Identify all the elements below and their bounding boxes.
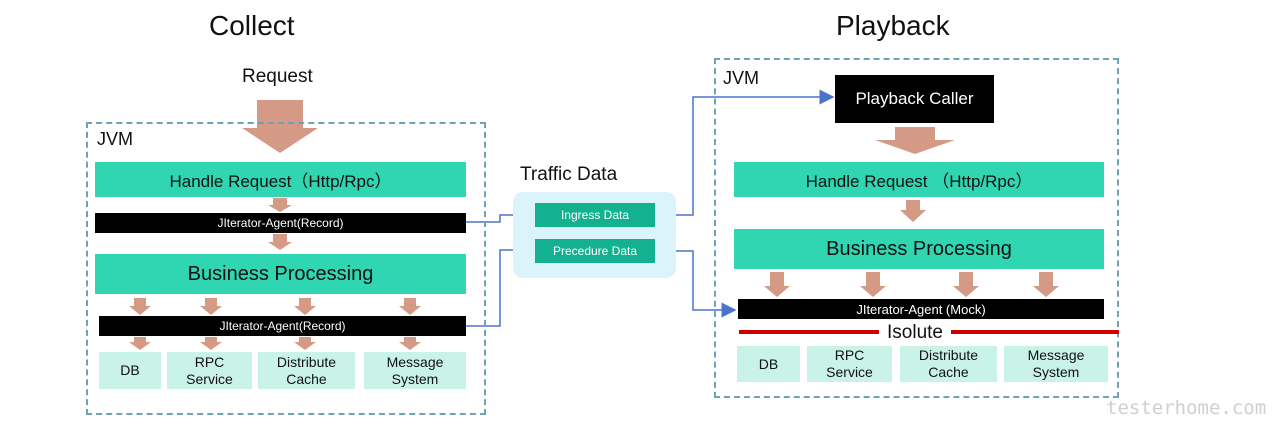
store-line2: Service bbox=[186, 370, 233, 387]
traffic-title: Traffic Data bbox=[520, 164, 618, 185]
collect-agent-record-top: JIterator-Agent(Record) bbox=[95, 213, 466, 233]
request-arrow bbox=[242, 100, 318, 153]
collect-agent-record-bottom: JIterator-Agent(Record) bbox=[99, 316, 466, 336]
collect-handle-request: Handle Request（Http/Rpc） bbox=[95, 162, 466, 197]
down-arrow bbox=[875, 127, 955, 154]
playback-store-db: DB bbox=[737, 346, 800, 382]
down-arrow bbox=[1033, 272, 1059, 297]
playback-business-processing: Business Processing bbox=[734, 229, 1104, 269]
playback-jvm-label: JVM bbox=[723, 68, 759, 88]
playback-caller-box: Playback Caller bbox=[835, 75, 994, 123]
down-arrow bbox=[268, 198, 292, 212]
down-arrow bbox=[294, 298, 316, 315]
procedure-data-box: Precedure Data bbox=[535, 239, 655, 263]
store-line2: Service bbox=[826, 364, 873, 380]
down-arrow bbox=[268, 234, 292, 250]
collect-business-processing: Business Processing bbox=[95, 254, 466, 294]
store-line1: Distribute bbox=[276, 353, 337, 370]
down-arrow bbox=[900, 200, 926, 222]
ingress-data-box: Ingress Data bbox=[535, 203, 655, 227]
store-line1: RPC bbox=[194, 353, 225, 370]
playback-jvm-container bbox=[714, 58, 1119, 398]
down-arrow bbox=[200, 298, 222, 315]
playback-handle-request: Handle Request （Http/Rpc） bbox=[734, 162, 1104, 197]
collect-jvm-label: JVM bbox=[97, 129, 133, 149]
down-arrow bbox=[200, 337, 222, 350]
collect-title: Collect bbox=[209, 10, 295, 41]
store-line1: Distribute bbox=[918, 347, 979, 363]
store-line1: Message bbox=[1027, 347, 1085, 363]
down-arrow bbox=[294, 337, 316, 350]
collect-jvm-container bbox=[86, 122, 486, 415]
down-arrow bbox=[399, 298, 421, 315]
store-line1: DB bbox=[758, 355, 779, 372]
request-label: Request bbox=[242, 66, 313, 87]
down-arrow bbox=[953, 272, 979, 297]
store-line2: Cache bbox=[286, 370, 327, 387]
watermark: testerhome.com bbox=[1106, 397, 1267, 419]
store-line2: System bbox=[1032, 364, 1080, 380]
store-line1: Message bbox=[386, 353, 444, 370]
playback-agent-mock: JIterator-Agent (Mock) bbox=[738, 299, 1104, 319]
down-arrow bbox=[129, 337, 151, 350]
store-line2: Cache bbox=[928, 364, 969, 380]
down-arrow bbox=[399, 337, 421, 350]
down-arrow bbox=[860, 272, 886, 297]
collect-store-db: DB bbox=[99, 352, 161, 389]
isolute-label: Isolute bbox=[879, 322, 951, 344]
down-arrow bbox=[764, 272, 790, 297]
store-line2: System bbox=[391, 370, 439, 387]
store-line1: RPC bbox=[834, 347, 865, 363]
down-arrow bbox=[129, 298, 151, 315]
playback-title: Playback bbox=[836, 10, 950, 41]
store-line1: DB bbox=[120, 362, 140, 378]
